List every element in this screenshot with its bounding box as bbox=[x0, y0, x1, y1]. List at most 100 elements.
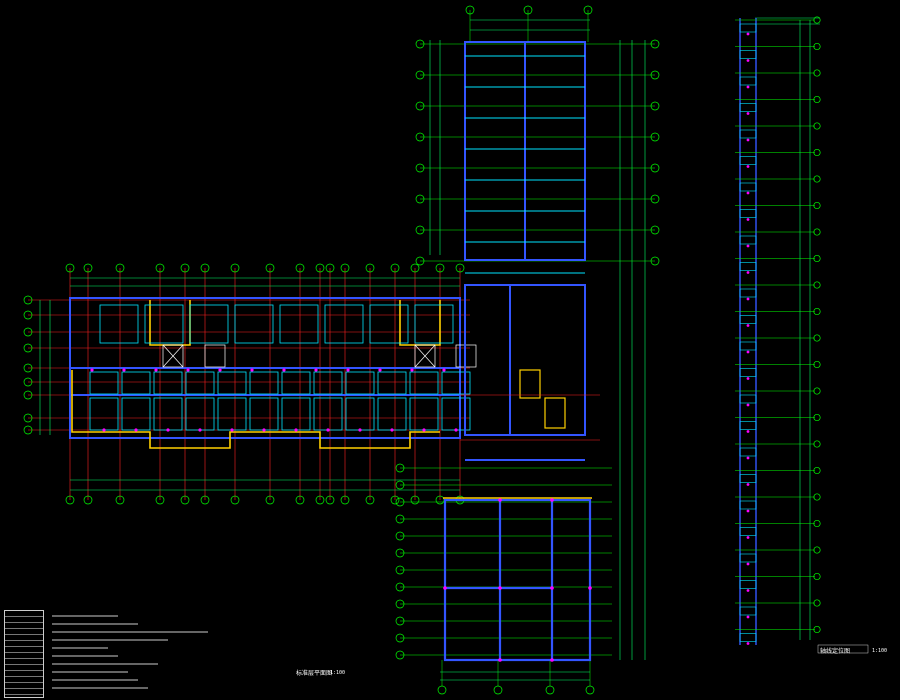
side-plan-title: 轴线定位图 bbox=[820, 648, 851, 655]
axis-bubble bbox=[415, 70, 425, 80]
axis-bubble bbox=[23, 363, 33, 373]
axis-bubble bbox=[415, 39, 425, 49]
axis-bubble bbox=[813, 599, 821, 607]
middle-connector-plan bbox=[460, 284, 600, 461]
axis-bubble bbox=[390, 263, 400, 273]
axis-bubble bbox=[265, 263, 275, 273]
axis-bubble bbox=[395, 514, 405, 524]
axis-bubble bbox=[813, 493, 821, 501]
main-plan-title: 标准层平面图 bbox=[296, 670, 333, 677]
axis-bubble bbox=[23, 327, 33, 337]
axis-bubble bbox=[395, 633, 405, 643]
axis-bubble bbox=[295, 263, 305, 273]
axis-bubble bbox=[545, 685, 555, 695]
axis-bubble bbox=[523, 5, 533, 15]
axis-bubble bbox=[230, 495, 240, 505]
axis-bubble bbox=[23, 295, 33, 305]
axis-bubble bbox=[465, 5, 475, 15]
axis-bubble bbox=[23, 343, 33, 353]
axis-bubble bbox=[415, 132, 425, 142]
axis-bubble bbox=[23, 377, 33, 387]
axis-bubble bbox=[410, 263, 420, 273]
side-strip-plan bbox=[735, 16, 869, 654]
axis-bubble bbox=[813, 307, 821, 316]
axis-bubble bbox=[395, 582, 405, 592]
axis-bubble bbox=[395, 548, 405, 558]
axis-bubble bbox=[115, 263, 125, 273]
axis-bubble bbox=[155, 495, 165, 505]
axis-bubble bbox=[813, 413, 821, 422]
legend-table bbox=[4, 610, 44, 698]
axis-bubble bbox=[200, 263, 210, 273]
axis-bubble bbox=[415, 101, 425, 111]
axis-bubble bbox=[813, 228, 821, 236]
axis-bubble bbox=[813, 201, 821, 210]
axis-bubble bbox=[395, 480, 405, 490]
axis-bubble bbox=[395, 565, 405, 575]
axis-bubble bbox=[813, 69, 821, 77]
axis-bubble bbox=[340, 495, 350, 505]
axis-bubble bbox=[813, 387, 821, 395]
axis-bubble bbox=[813, 466, 821, 475]
axis-bubble bbox=[180, 263, 190, 273]
axis-bubble bbox=[23, 310, 33, 320]
axis-bubble bbox=[585, 685, 595, 695]
axis-bubble bbox=[813, 519, 821, 528]
axis-bubble bbox=[83, 495, 93, 505]
axis-bubble bbox=[295, 495, 305, 505]
axis-bubble bbox=[23, 425, 33, 435]
axis-bubble bbox=[155, 263, 165, 273]
upper-wing-plan bbox=[415, 5, 660, 660]
main-block-plan bbox=[23, 263, 477, 505]
axis-bubble bbox=[813, 360, 821, 369]
axis-bubble bbox=[437, 685, 447, 695]
axis-bubble bbox=[650, 194, 660, 204]
axis-bubble bbox=[813, 572, 821, 581]
axis-bubble bbox=[813, 175, 821, 183]
axis-bubble bbox=[415, 194, 425, 204]
axis-bubble bbox=[493, 685, 503, 695]
axis-bubble bbox=[315, 263, 325, 273]
axis-bubble bbox=[650, 101, 660, 111]
axis-bubble bbox=[115, 495, 125, 505]
axis-bubble bbox=[83, 263, 93, 273]
axis-bubble bbox=[325, 263, 335, 273]
axis-bubble bbox=[813, 254, 821, 263]
main-plan-scale: 1:100 bbox=[330, 670, 346, 676]
axis-bubble bbox=[415, 225, 425, 235]
lower-wing-plan bbox=[395, 463, 612, 695]
axis-bubble bbox=[455, 263, 465, 273]
axis-bubble bbox=[650, 256, 660, 266]
axis-bubble bbox=[813, 546, 821, 554]
axis-bubble bbox=[650, 225, 660, 235]
axis-bubble bbox=[813, 95, 821, 104]
axis-bubble bbox=[813, 16, 821, 24]
axis-bubble bbox=[230, 263, 240, 273]
axis-bubble bbox=[813, 42, 821, 51]
axis-bubble bbox=[365, 263, 375, 273]
axis-bubble bbox=[23, 413, 33, 423]
axis-bubble bbox=[650, 132, 660, 142]
axis-bubble bbox=[395, 463, 405, 473]
axis-bubble bbox=[65, 263, 75, 273]
axis-bubble bbox=[650, 70, 660, 80]
axis-bubble bbox=[650, 39, 660, 49]
axis-bubble bbox=[813, 148, 821, 157]
axis-bubble bbox=[583, 5, 593, 15]
axis-bubble bbox=[650, 163, 660, 173]
axis-bubble bbox=[813, 281, 821, 289]
axis-bubble bbox=[395, 650, 405, 660]
axis-bubble bbox=[435, 263, 445, 273]
side-plan-scale: 1:100 bbox=[872, 648, 888, 654]
axis-bubble bbox=[813, 625, 821, 634]
axis-bubble bbox=[315, 495, 325, 505]
axis-bubble bbox=[265, 495, 275, 505]
axis-bubble bbox=[200, 495, 210, 505]
axis-bubble bbox=[23, 390, 33, 400]
axis-bubble bbox=[813, 440, 821, 448]
axis-bubble bbox=[813, 334, 821, 342]
axis-bubble bbox=[395, 531, 405, 541]
axis-bubble bbox=[813, 122, 821, 130]
axis-bubble bbox=[395, 599, 405, 609]
